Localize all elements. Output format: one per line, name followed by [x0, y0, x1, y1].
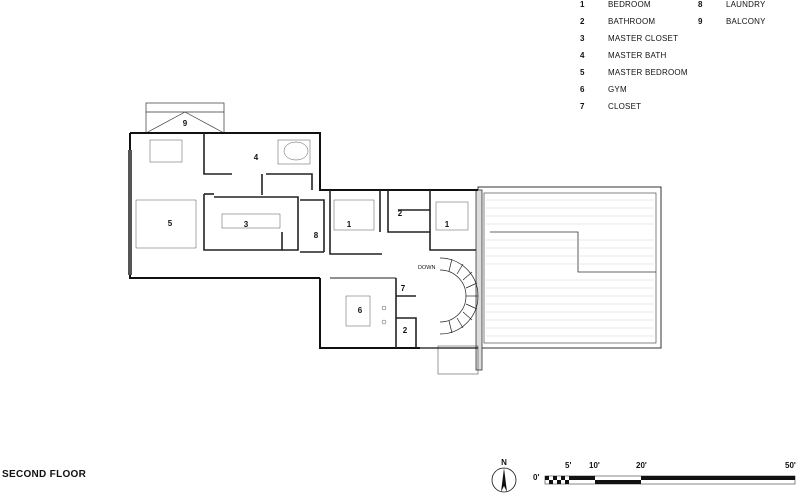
room-bathroom-b: 2 — [403, 326, 408, 335]
room-bedroom-a: 1 — [347, 220, 352, 229]
exterior-walls — [128, 132, 478, 349]
scale-label-20: 20' — [636, 461, 647, 470]
room-labels: 9 4 5 3 8 1 2 1 7 6 2 DOWN — [168, 119, 450, 335]
north-label: N — [501, 458, 507, 467]
room-master-closet: 3 — [244, 220, 249, 229]
room-balcony: 9 — [183, 119, 188, 128]
stair-down-label: DOWN — [418, 265, 435, 271]
scale-label-10: 10' — [589, 461, 600, 470]
interior-walls — [203, 133, 476, 348]
room-bedroom-b: 1 — [445, 220, 450, 229]
roof-deck — [437, 186, 662, 375]
room-bathroom-a: 2 — [398, 209, 403, 218]
spiral-stair — [439, 257, 479, 335]
room-laundry: 8 — [314, 231, 319, 240]
room-master-bedroom: 5 — [168, 219, 173, 228]
scale-bar — [544, 475, 796, 485]
balcony — [145, 102, 225, 134]
room-master-bath: 4 — [254, 153, 259, 162]
scale-label-0: 0' — [533, 473, 540, 482]
plan-title: SECOND FLOOR — [2, 469, 87, 480]
furniture — [135, 139, 469, 327]
north-arrow: N — [491, 458, 517, 493]
room-closet: 7 — [401, 284, 406, 293]
scale-label-50: 50' — [785, 461, 796, 470]
scale-label-5: 5' — [565, 461, 572, 470]
room-gym: 6 — [358, 306, 363, 315]
